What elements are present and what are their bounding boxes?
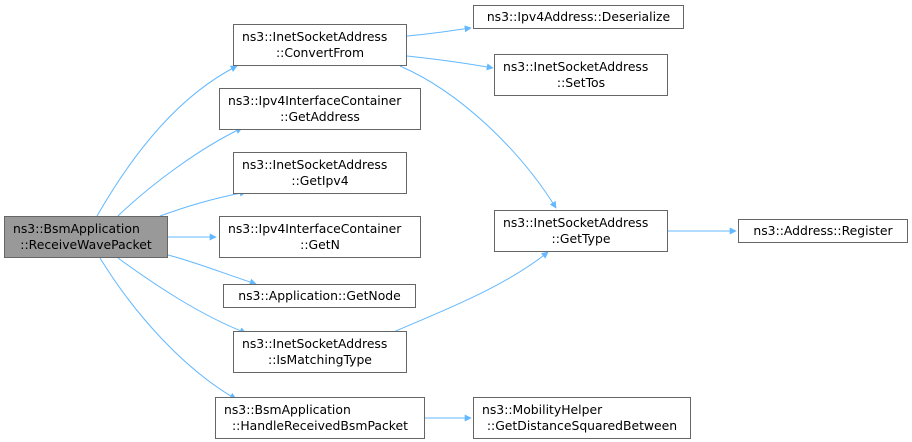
- node-mobility-get-distance[interactable]: ns3::MobilityHelper ::GetDistanceSquared…: [473, 397, 691, 439]
- edge-root-to-convert-from: [96, 65, 238, 217]
- node-inet-get-ipv4[interactable]: ns3::InetSocketAddress ::GetIpv4: [233, 152, 407, 194]
- node-label-line2: ::GetAddress: [280, 109, 360, 124]
- node-label-line1: ns3::Application::GetNode: [238, 288, 401, 303]
- edge-root-to-ipv4-get-address: [117, 127, 243, 217]
- node-label-line2: ::GetIpv4: [291, 173, 349, 188]
- node-ipv4-get-address[interactable]: ns3::Ipv4InterfaceContainer ::GetAddress: [219, 88, 421, 130]
- edge-root-to-get-node: [167, 254, 257, 286]
- node-inet-is-matching-type[interactable]: ns3::InetSocketAddress ::IsMatchingType: [233, 331, 407, 373]
- node-label-line2: ::GetType: [551, 231, 611, 246]
- node-inet-get-type[interactable]: ns3::InetSocketAddress ::GetType: [494, 210, 668, 252]
- edge-root-to-get-ipv4: [159, 189, 247, 217]
- node-address-register[interactable]: ns3::Address::Register: [738, 219, 908, 243]
- node-label-line2: ::ConvertFrom: [275, 45, 365, 60]
- node-label-line1: ns3::InetSocketAddress: [242, 29, 388, 44]
- node-label-line1: ns3::InetSocketAddress: [242, 336, 388, 351]
- node-label-line2: ::SetTos: [556, 75, 606, 90]
- node-label-line1: ns3::InetSocketAddress: [503, 215, 649, 230]
- node-ipv4-get-n[interactable]: ns3::Ipv4InterfaceContainer ::GetN: [219, 216, 421, 258]
- node-label-line2: ::HandleReceivedBsmPacket: [232, 418, 408, 433]
- node-bsm-receive-wave-packet: ns3::BsmApplication ::ReceiveWavePacket: [4, 216, 168, 258]
- node-application-get-node[interactable]: ns3::Application::GetNode: [223, 284, 416, 308]
- edge-convert-from-to-set-tos: [406, 55, 494, 71]
- node-label-line1: ns3::Ipv4InterfaceContainer: [228, 93, 402, 108]
- node-label-line2: ::GetDistanceSquaredBetween: [486, 418, 678, 433]
- node-label-line1: ns3::MobilityHelper: [482, 402, 603, 417]
- edge-convert-from-to-deserialize: [406, 25, 472, 37]
- node-ipv4-deserialize[interactable]: ns3::Ipv4Address::Deserialize: [473, 5, 684, 29]
- node-inet-convert-from[interactable]: ns3::InetSocketAddress ::ConvertFrom: [233, 24, 407, 66]
- node-label-line1: ns3::BsmApplication: [13, 221, 140, 236]
- node-label-line1: ns3::InetSocketAddress: [242, 157, 388, 172]
- node-label-line2: ::IsMatchingType: [268, 352, 372, 367]
- node-label-line1: ns3::Address::Register: [753, 223, 893, 238]
- node-label-line2: ::GetN: [300, 237, 340, 252]
- node-label-line1: ns3::Ipv4InterfaceContainer: [228, 221, 402, 236]
- node-label-line1: ns3::Ipv4Address::Deserialize: [486, 9, 671, 24]
- edge-convert-from-to-get-type: [399, 65, 557, 209]
- node-bsm-handle-received-packet[interactable]: ns3::BsmApplication ::HandleReceivedBsmP…: [215, 397, 425, 439]
- node-label-line1: ns3::BsmApplication: [224, 402, 351, 417]
- edge-root-to-is-matching-type: [117, 257, 247, 334]
- edge-is-matching-type-to-get-type: [390, 251, 549, 334]
- edge-root-to-handle-received: [99, 257, 237, 400]
- node-label-line2: ::ReceiveWavePacket: [20, 237, 152, 252]
- node-label-line1: ns3::InetSocketAddress: [503, 59, 649, 74]
- node-inet-set-tos[interactable]: ns3::InetSocketAddress ::SetTos: [494, 54, 668, 96]
